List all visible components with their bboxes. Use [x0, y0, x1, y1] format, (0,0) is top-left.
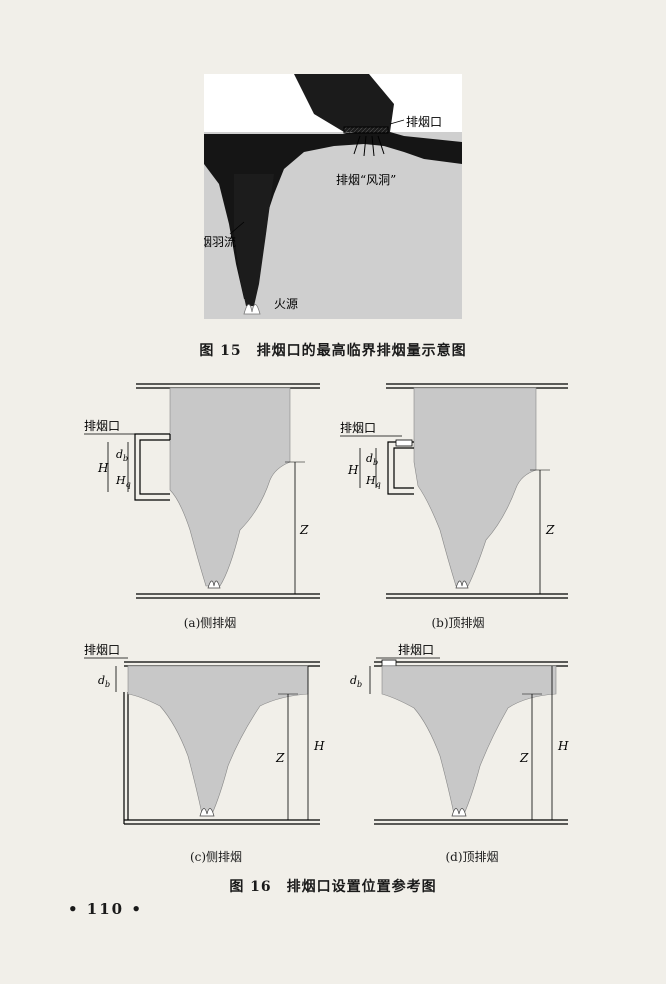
panel-b-diagram: 排烟口 db H Hq Z	[340, 383, 568, 599]
plume-label: 烟羽流	[204, 235, 236, 249]
wind-hole-arrows	[353, 135, 385, 157]
vent-label: 排烟口	[340, 421, 376, 435]
panel-c-label: (c)侧排烟	[189, 850, 243, 864]
smoke-region	[381, 665, 557, 815]
svg-text:H: H	[347, 463, 359, 477]
fire-label: 火源	[274, 297, 298, 311]
vent-label: 排烟口	[406, 115, 442, 129]
panel-a-label: (a)侧排烟	[183, 616, 237, 630]
figure-15-caption: 图 15 排烟口的最高临界排烟量示意图	[199, 343, 467, 359]
smoke-plume	[234, 174, 274, 306]
vent-label: 排烟口	[84, 419, 120, 433]
svg-text:db: db	[116, 448, 128, 463]
vent-grille	[343, 126, 389, 134]
svg-text:Hq: Hq	[365, 474, 381, 489]
vent-label: 排烟口	[398, 643, 434, 657]
smoke-region	[169, 387, 291, 587]
figure-15-illustration: 排烟口 排烟“风洞” 烟羽流 火源	[204, 74, 462, 319]
smoke-layer	[204, 132, 462, 299]
svg-text:H: H	[97, 461, 109, 475]
page-number: • 110 •	[68, 900, 143, 918]
svg-text:Z: Z	[519, 751, 529, 765]
figure-16-caption: 图 16 排烟口设置位置参考图	[229, 879, 437, 895]
svg-text:H: H	[557, 739, 569, 753]
svg-text:db: db	[98, 674, 110, 689]
panel-a-diagram: 排烟口 db H Hq Z	[84, 383, 320, 599]
wind-hole-label: 排烟“风洞”	[336, 173, 396, 187]
svg-text:Z: Z	[275, 751, 285, 765]
smoke-region	[127, 665, 309, 815]
smoke-region	[413, 387, 537, 587]
panel-c-diagram: 排烟口 db Z H	[84, 643, 325, 825]
fire-source	[243, 304, 261, 315]
panel-d-label: (d)顶排烟	[445, 850, 499, 864]
panel-d-diagram: 排烟口 db Z H	[350, 643, 569, 825]
panel-b-label: (b)顶排烟	[431, 616, 485, 630]
svg-text:Z: Z	[299, 523, 309, 537]
vent-label: 排烟口	[84, 643, 120, 657]
svg-text:db: db	[350, 674, 362, 689]
exhaust-smoke	[294, 74, 394, 132]
svg-text:Z: Z	[545, 523, 555, 537]
svg-text:H: H	[313, 739, 325, 753]
